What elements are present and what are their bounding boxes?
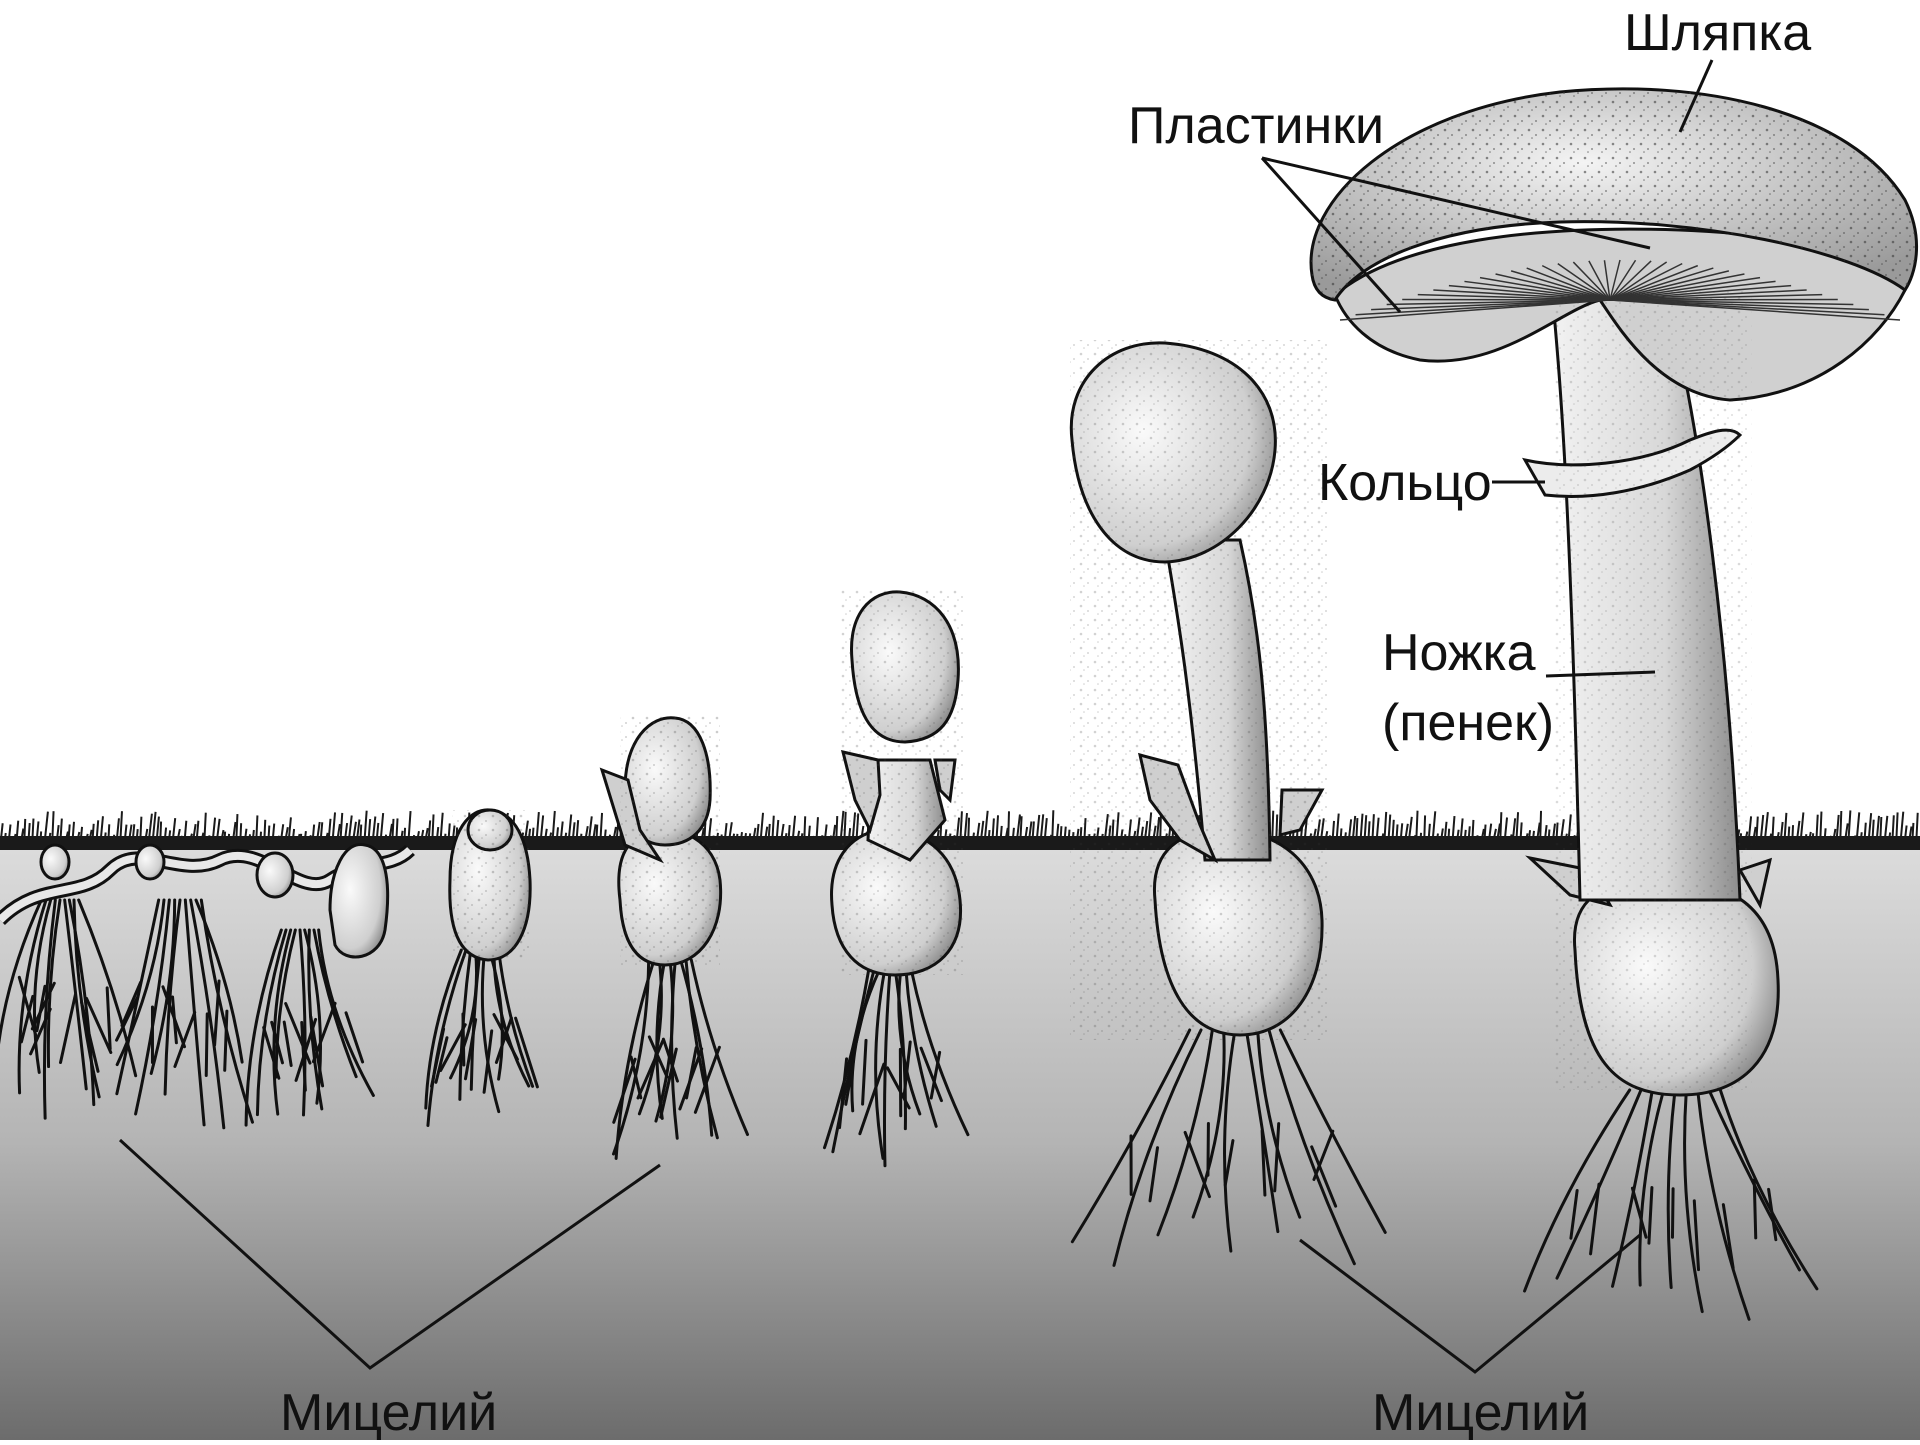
label-mycelium-right: Мицелий — [1372, 1384, 1589, 1440]
label-cap: Шляпка — [1624, 4, 1811, 62]
stage-elongating — [1070, 340, 1330, 1040]
hypha-branch — [1754, 1180, 1756, 1238]
label-stem: Ножка — [1382, 624, 1536, 682]
label-ring: Кольцо — [1318, 454, 1492, 512]
hypha-branch — [463, 1014, 464, 1065]
label-mycelium-left: Мицелий — [280, 1384, 497, 1440]
label-gills: Пластинки — [1128, 97, 1384, 155]
stage-primordium — [450, 810, 532, 960]
stage-egg — [832, 590, 965, 975]
hypha-branch — [206, 1014, 207, 1076]
label-stem-note: (пенек) — [1382, 694, 1554, 752]
hypha-branch — [1672, 1189, 1673, 1237]
